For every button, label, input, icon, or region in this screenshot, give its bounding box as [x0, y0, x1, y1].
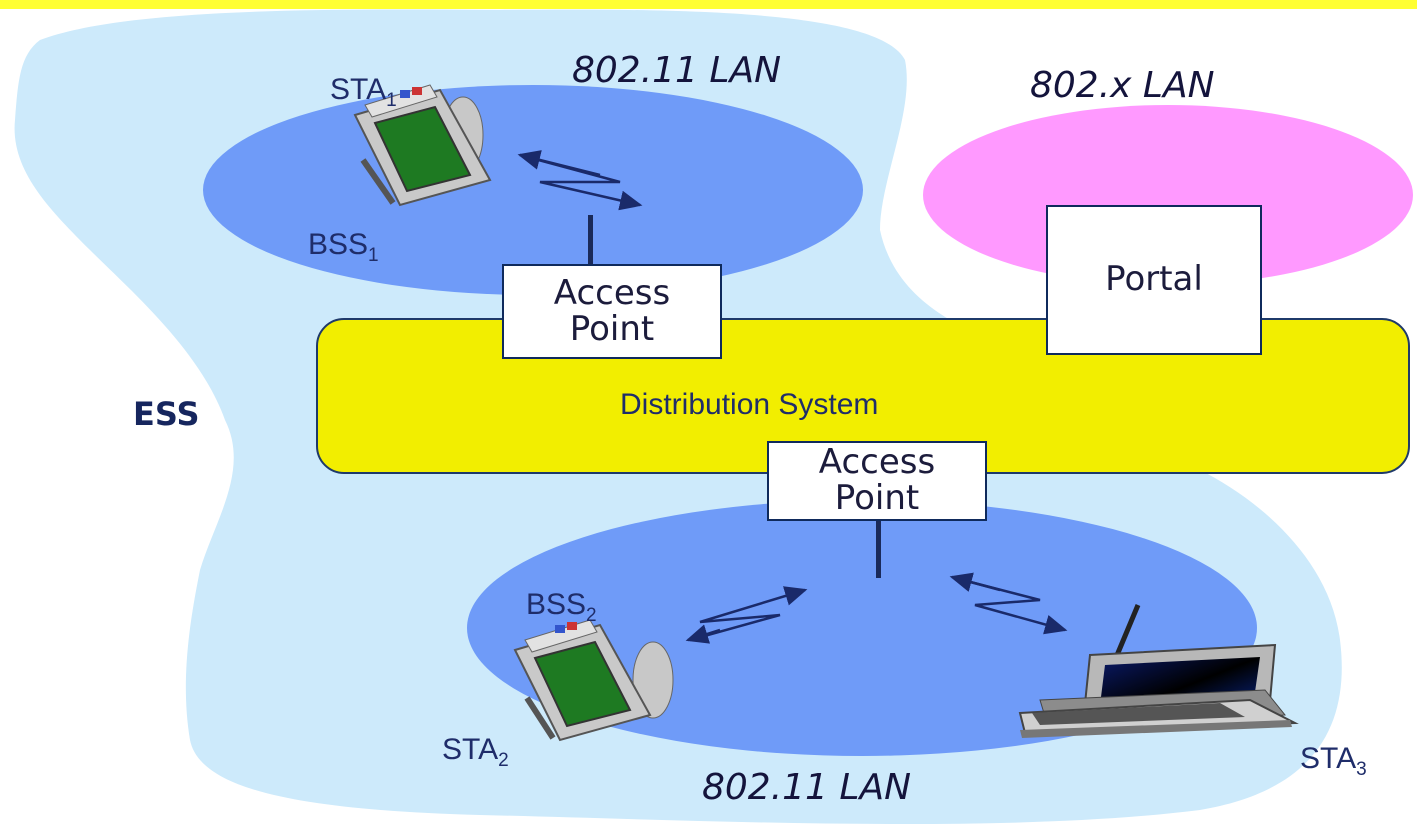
wireless-link-icon [517, 150, 643, 211]
bss2-label: BSS2 [526, 588, 597, 626]
bss1-label: BSS1 [308, 228, 379, 266]
access-point-top-line1: Access [553, 272, 671, 313]
access-point-top-stem [588, 215, 593, 270]
access-point-bottom-stem [876, 520, 881, 578]
sta2-label: STA2 [442, 733, 509, 771]
ess-label: ESS [133, 395, 200, 433]
header-bar [0, 0, 1417, 9]
distribution-system-label: Distribution System [620, 388, 879, 421]
sta1-label: STA1 [330, 73, 397, 111]
sta3-label: STA3 [1300, 742, 1367, 780]
bottom-lan-label: 802.11 LAN [702, 767, 912, 808]
portal: Portal [1046, 205, 1262, 355]
portal-label: Portal [1105, 259, 1203, 300]
access-point-bottom-line1: Access [818, 442, 936, 483]
access-point-top: Access Point [502, 264, 722, 359]
wireless-link-icon [949, 572, 1068, 635]
access-point-top-line2: Point [569, 308, 655, 349]
access-point-bottom: Access Point [767, 441, 987, 521]
top-lan-label: 802.11 LAN [572, 50, 782, 91]
lan-8021x-area [923, 105, 1413, 285]
access-point-bottom-line2: Point [834, 478, 920, 518]
pda-icon [353, 84, 492, 207]
laptop-icon [1018, 604, 1299, 738]
wireless-link-icon [685, 586, 808, 644]
other-lan-label: 802.x LAN [1030, 65, 1215, 106]
pda-icon [513, 619, 674, 742]
